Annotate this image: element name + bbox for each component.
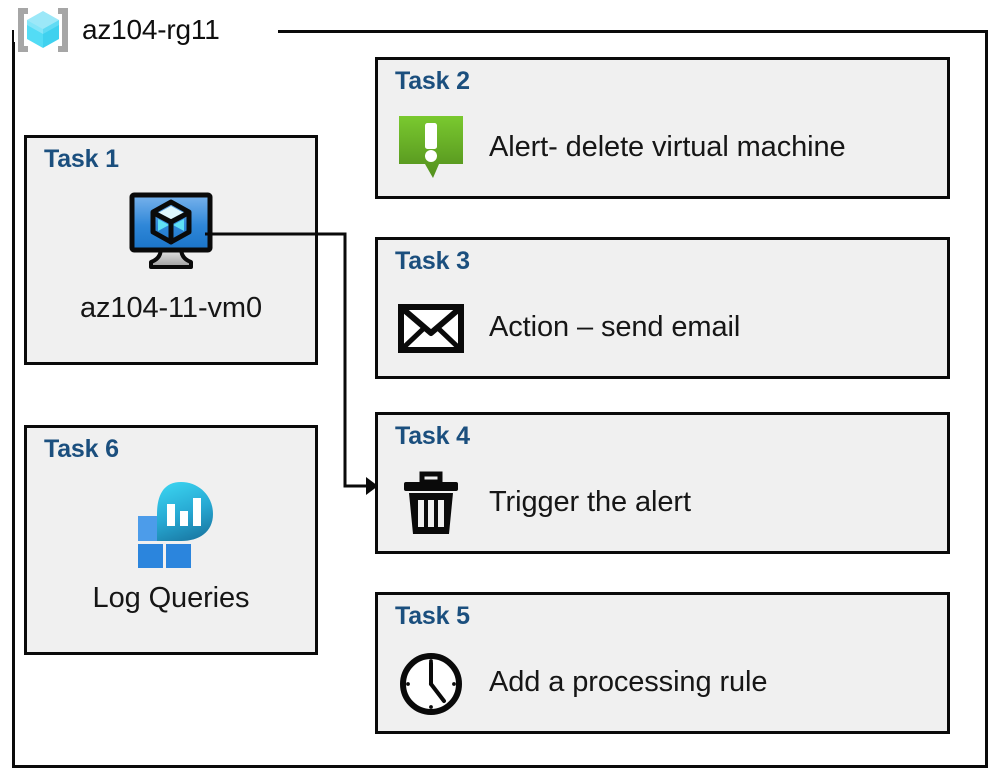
task-card-task-1[interactable]: Task 1 bbox=[24, 135, 318, 365]
task-card-text: Trigger the alert bbox=[489, 485, 691, 518]
task-card-task-3[interactable]: Task 3 Action – send email bbox=[375, 237, 950, 379]
task-card-label: Task 3 bbox=[395, 247, 470, 275]
resource-group-title: az104-rg11 bbox=[82, 14, 220, 45]
task-card-task-6[interactable]: Task 6 bbox=[24, 425, 318, 655]
alert-exclamation-bubble-icon bbox=[395, 111, 467, 183]
resource-group-cube-icon bbox=[14, 4, 72, 56]
task-card-label: Task 1 bbox=[44, 145, 119, 173]
resource-group-container bbox=[12, 30, 988, 768]
task-card-caption: az104-11-vm0 bbox=[79, 292, 263, 324]
task-card-label: Task 4 bbox=[395, 422, 470, 450]
virtual-machine-icon bbox=[125, 186, 217, 278]
resource-group-header: az104-rg11 bbox=[14, 2, 220, 58]
task-card-body: Log Queries bbox=[27, 474, 315, 644]
trash-can-icon bbox=[395, 466, 467, 538]
task-card-body: az104-11-vm0 bbox=[27, 184, 315, 354]
task-card-caption: Log Queries bbox=[92, 582, 250, 614]
task-card-body: Alert- delete virtual machine bbox=[395, 104, 937, 190]
task-card-text: Alert- delete virtual machine bbox=[489, 130, 846, 163]
task-card-label: Task 2 bbox=[395, 67, 470, 95]
task-card-body: Trigger the alert bbox=[395, 459, 937, 545]
task-card-text: Action – send email bbox=[489, 310, 741, 343]
task-card-task-4[interactable]: Task 4 Trigger the alert bbox=[375, 412, 950, 554]
task-card-text: Add a processing rule bbox=[489, 665, 768, 698]
clock-icon bbox=[395, 646, 467, 718]
task-card-task-2[interactable]: Task 2 Alert- delete virtual machine bbox=[375, 57, 950, 199]
envelope-icon bbox=[395, 291, 467, 363]
task-card-body: Action – send email bbox=[395, 284, 937, 370]
task-card-body: Add a processing rule bbox=[395, 639, 937, 725]
task-card-label: Task 6 bbox=[44, 435, 119, 463]
task-card-label: Task 5 bbox=[395, 602, 470, 630]
resource-group-label-backdrop bbox=[14, 20, 278, 42]
log-analytics-icon bbox=[125, 476, 217, 569]
task-card-task-5[interactable]: Task 5 Add a processing rule bbox=[375, 592, 950, 734]
